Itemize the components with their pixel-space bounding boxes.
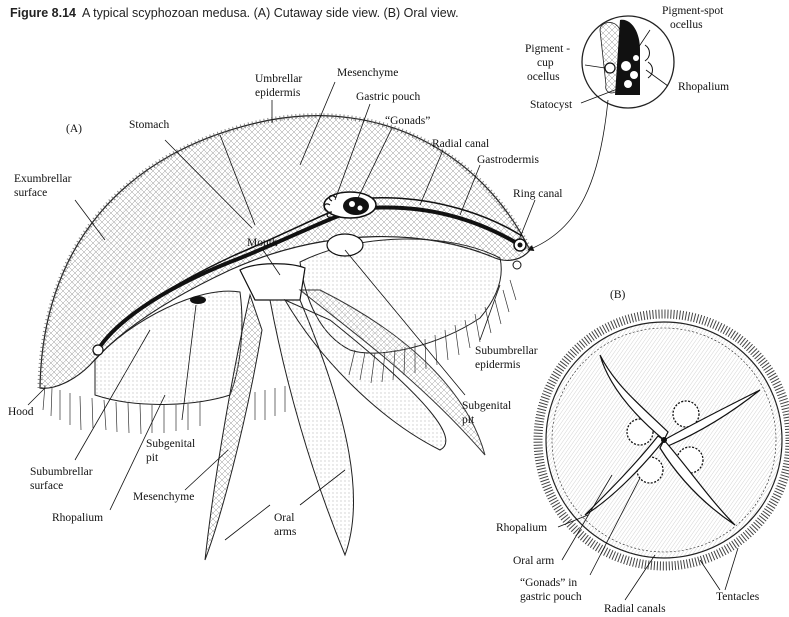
label-oral-arm-b: Oral arm [513,555,554,567]
gonads-mass [343,197,369,215]
label-pigment-cup-ocellus-3: ocellus [527,71,560,83]
label-pigment-cup-ocellus-1: Pigment - [525,43,570,55]
label-subumbrellar-epidermis-2: epidermis [475,359,521,371]
label-stomach: Stomach [129,119,169,131]
label-exumbrellar-surface-2: surface [14,187,47,199]
label-gonads-in-gastric-pouch-1: “Gonads” in [520,577,577,589]
label-gonads: “Gonads” [385,115,430,127]
label-subumbrellar-surface-2: surface [30,480,63,492]
panel-b-tag: (B) [610,289,626,301]
label-rhopalium-a: Rhopalium [52,512,103,524]
label-oral-arms-2: arms [274,526,297,538]
label-subgenital-pit-right-1: Subgenital [462,400,511,412]
label-subumbrellar-surface-1: Subumbrellar [30,466,93,478]
label-ring-canal: Ring canal [513,188,563,200]
label-subumbrellar-epidermis-1: Subumbrellar [475,345,538,357]
label-subgenital-pit-left-1: Subgenital [146,438,195,450]
label-rhopalium-inset: Rhopalium [678,81,729,93]
label-gastrodermis: Gastrodermis [477,154,539,166]
panel-a-illustration [40,116,530,560]
label-tentacles: Tentacles [716,591,760,603]
label-pigment-cup-ocellus-2: cup [537,57,554,69]
label-gastric-pouch: Gastric pouch [356,91,420,103]
label-mesenchyme-top: Mesenchyme [337,67,398,79]
inset-arrow [528,100,608,250]
label-pigment-spot-ocellus-1: Pigment-spot [662,5,724,17]
label-mesenchyme-bottom: Mesenchyme [133,491,194,503]
label-gonads-in-gastric-pouch-2: gastric pouch [520,591,582,603]
label-umbrellar-epidermis-2: epidermis [255,87,301,99]
label-umbrellar-epidermis-1: Umbrellar [255,73,302,85]
label-mouth: Mouth [247,237,278,249]
panel-b-illustration [538,314,789,566]
rhopalium-inset [582,16,674,108]
subgenital-pit-left [190,296,206,304]
label-oral-arms-1: Oral [274,512,294,524]
label-subgenital-pit-right-2: pit [462,414,475,426]
subgenital-pit-right [327,234,363,256]
label-exumbrellar-surface-1: Exumbrellar [14,173,72,185]
label-hood: Hood [8,406,34,418]
panel-a-tag: (A) [66,123,82,135]
label-rhopalium-b: Rhopalium [496,522,547,534]
rhopalium-a-left [93,345,103,355]
label-pigment-spot-ocellus-2: ocellus [670,19,703,31]
label-statocyst: Statocyst [530,99,573,111]
pigment-cup-ocellus-marker [605,63,615,73]
label-subgenital-pit-left-2: pit [146,452,159,464]
label-radial-canals: Radial canals [604,603,666,615]
label-radial-canal: Radial canal [432,138,489,150]
rhopalium-a-right [513,261,521,269]
